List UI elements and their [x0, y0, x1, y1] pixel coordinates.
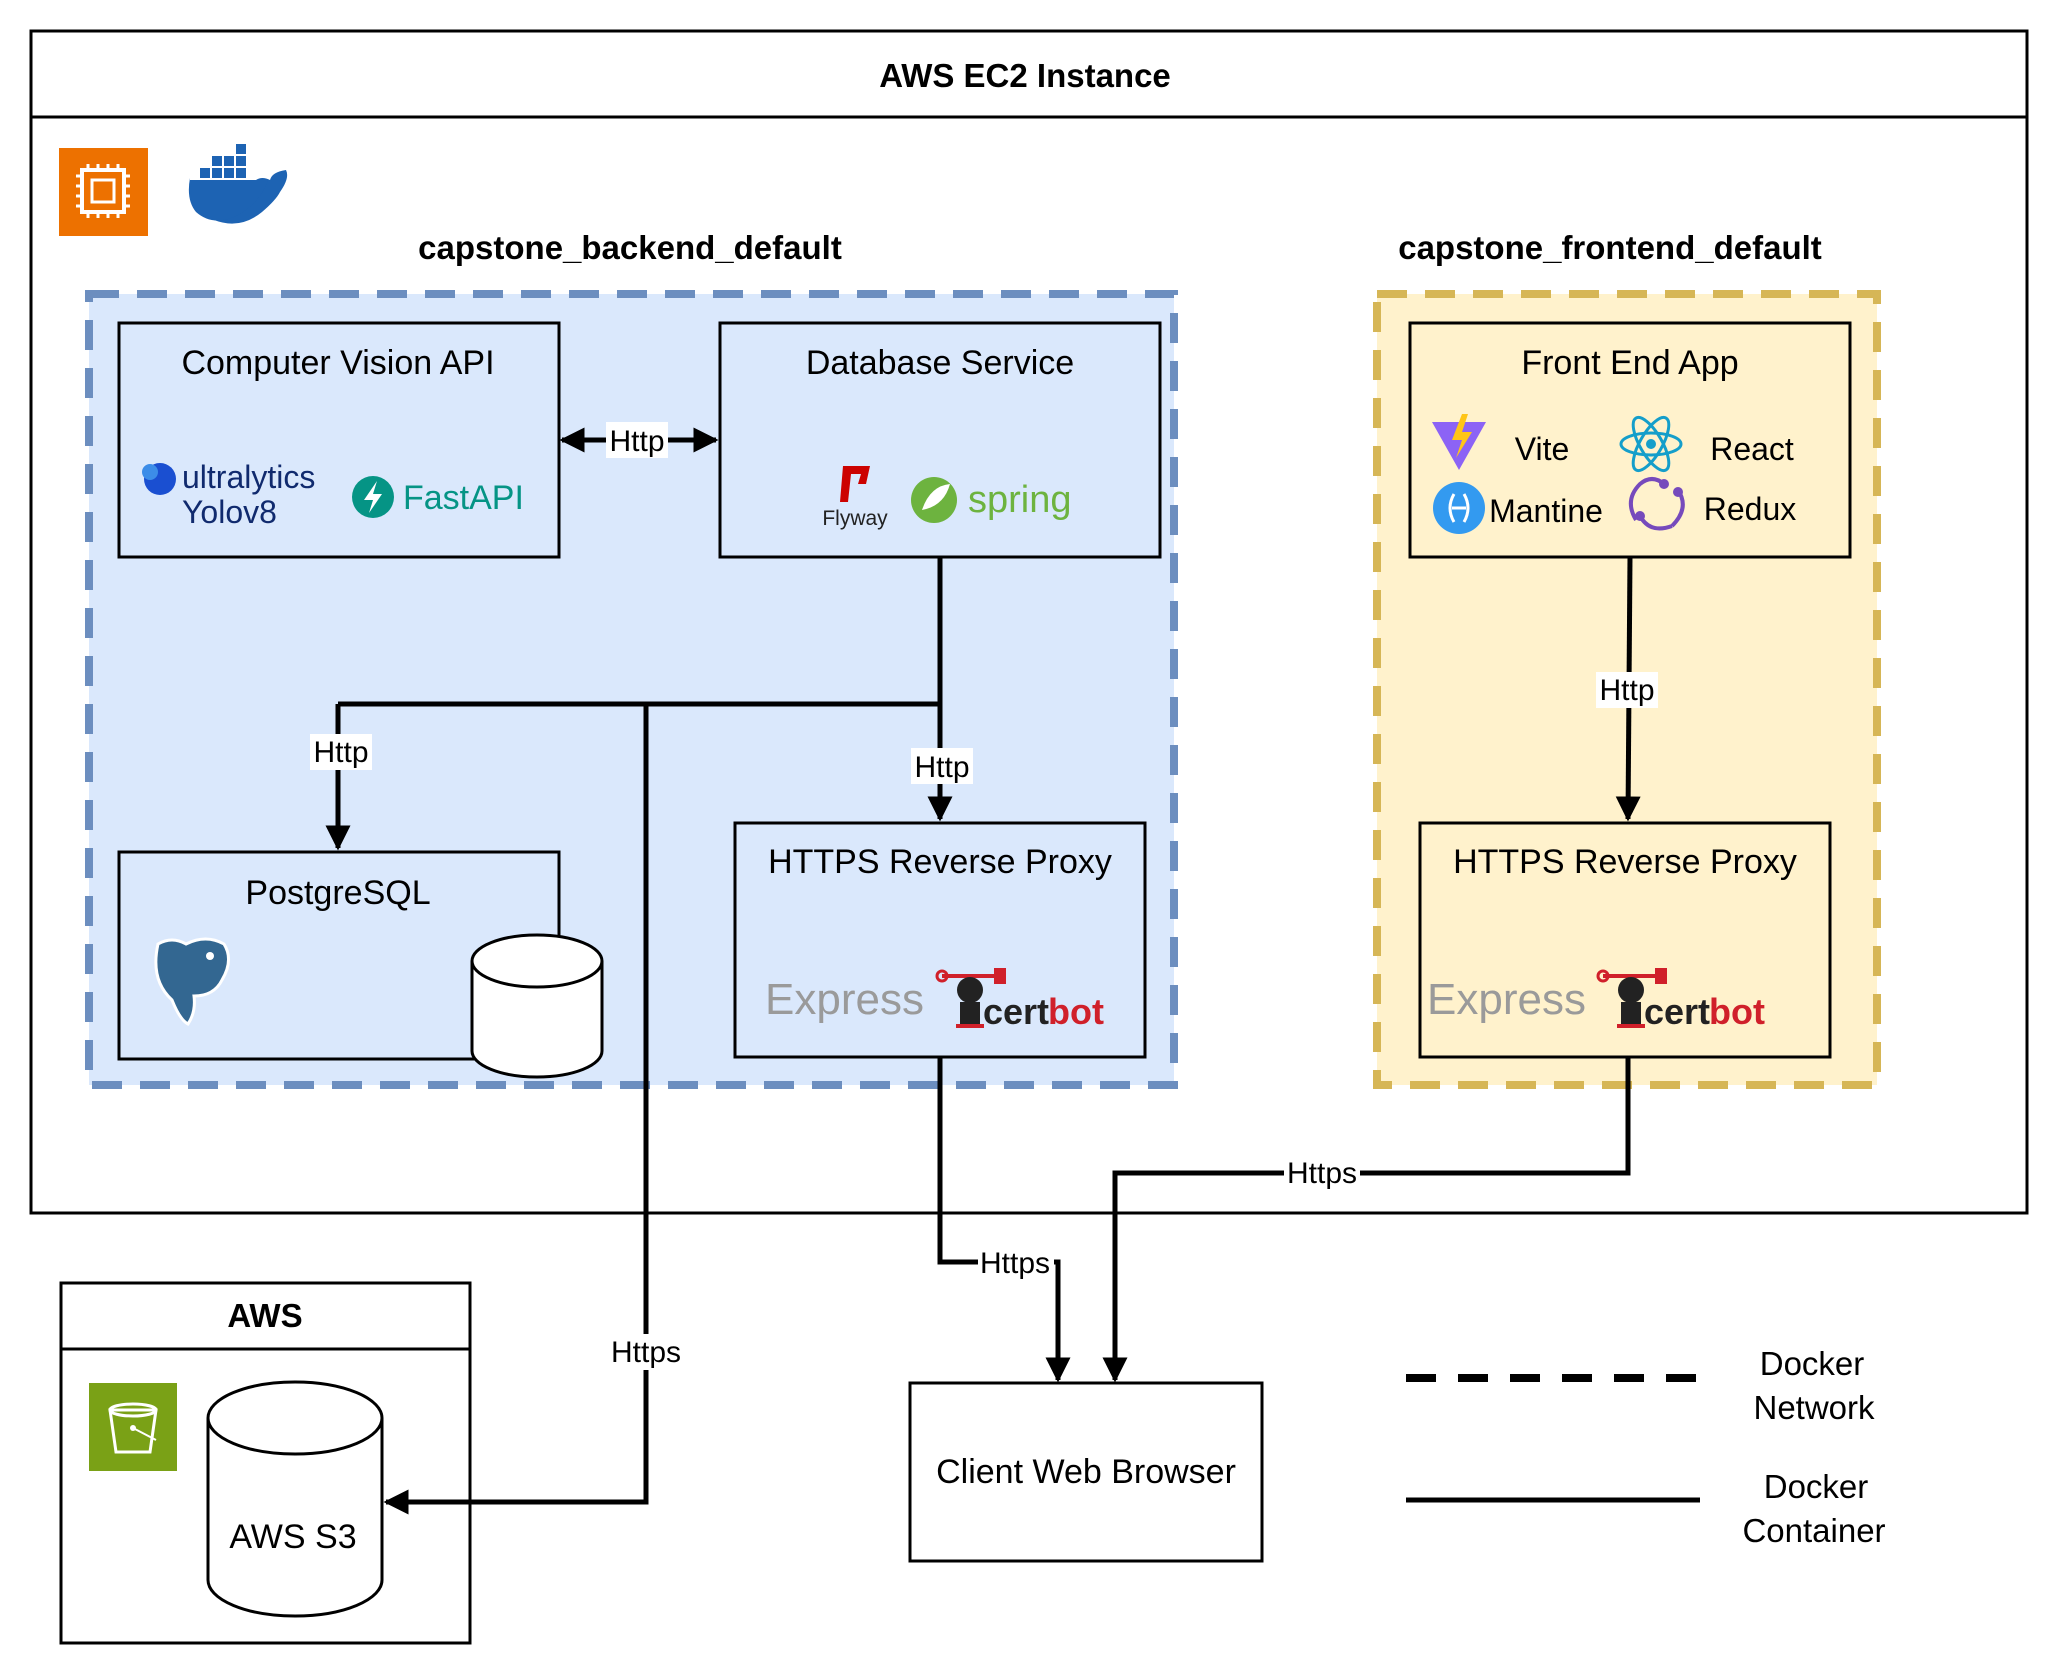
- legend-container-line2: Container: [1742, 1512, 1885, 1549]
- ec2-title: AWS EC2 Instance: [879, 57, 1171, 94]
- fe-client-connector: [1102, 1057, 1631, 1383]
- fastapi-logo-icon: [352, 476, 394, 518]
- frontend-certbot-label-b: bot: [1709, 991, 1765, 1032]
- legend-container-line1: Docker: [1764, 1468, 1869, 1505]
- flyway-logo-icon: [840, 466, 870, 502]
- redux-logo-icon: [1628, 477, 1685, 531]
- aws-s3-cylinder: [206, 1380, 384, 1618]
- aws-s3-bucket-icon: [89, 1383, 177, 1471]
- front-end-app-box: Front End App Vite React Mantine Redux: [1408, 321, 1852, 559]
- ultralytics-label: ultralytics: [182, 459, 315, 495]
- frontend-https-reverse-proxy-box: HTTPS Reverse Proxy Express cert bot: [1418, 821, 1832, 1059]
- react-label: React: [1710, 431, 1794, 467]
- database-cylinder-icon: [470, 933, 604, 1079]
- legend-network-line1: Docker: [1760, 1345, 1865, 1382]
- fastapi-label: FastAPI: [403, 479, 524, 517]
- backend-proxy-title: HTTPS Reverse Proxy: [768, 843, 1112, 881]
- edge-labels: Http Http Http Http Https Https Https: [310, 422, 1658, 1370]
- spring-label: spring: [968, 479, 1072, 521]
- frontend-proxy-title: HTTPS Reverse Proxy: [1453, 843, 1797, 881]
- postgresql-elephant-icon: [154, 937, 230, 1026]
- postgresql-box: PostgreSQL: [117, 850, 604, 1079]
- database-service-title: Database Service: [806, 344, 1074, 382]
- react-logo-icon: [1619, 415, 1683, 473]
- postgresql-title: PostgreSQL: [245, 874, 430, 912]
- cv-db-label: Http: [609, 425, 664, 458]
- client-web-browser-title: Client Web Browser: [936, 1453, 1236, 1491]
- computer-vision-api-title: Computer Vision API: [181, 344, 494, 382]
- ultralytics-logo-icon: [142, 463, 176, 495]
- frontend-express-label: Express: [1427, 975, 1586, 1024]
- vite-label: Vite: [1515, 431, 1570, 467]
- aws-ec2-icon: [59, 148, 148, 236]
- backend-express-label: Express: [765, 975, 924, 1024]
- fe-proxy-label: Http: [1599, 674, 1654, 707]
- legend-network-line2: Network: [1753, 1389, 1875, 1426]
- db-postgres-label: Http: [313, 736, 368, 769]
- frontend-certbot-label-a: cert: [1644, 991, 1710, 1032]
- db-s3-connector: [383, 704, 649, 1515]
- backend-network-title: capstone_backend_default: [418, 229, 842, 266]
- client-web-browser-box: Client Web Browser: [908, 1381, 1264, 1563]
- frontend-certbot-robot-icon: [1596, 968, 1667, 1028]
- aws-title: AWS: [227, 1297, 302, 1334]
- flyway-label: Flyway: [822, 507, 888, 530]
- db-proxy-label: Http: [914, 751, 969, 784]
- aws-container: AWS AWS S3: [59, 1281, 472, 1645]
- backend-https-reverse-proxy-box: HTTPS Reverse Proxy Express cert bot: [733, 821, 1147, 1059]
- spring-logo-icon: [911, 477, 957, 523]
- backend-certbot-label-a: cert: [983, 991, 1049, 1032]
- legend: Docker Network Docker Container: [1406, 1345, 1886, 1549]
- yolov8-label: Yolov8: [182, 494, 277, 530]
- fe-client-label: Https: [1287, 1157, 1357, 1190]
- docker-whale-icon: [188, 144, 288, 224]
- s3-label: Https: [611, 1336, 681, 1369]
- redux-label: Redux: [1704, 491, 1797, 527]
- vite-logo-icon: [1432, 414, 1486, 470]
- aws-s3-label: AWS S3: [229, 1518, 356, 1556]
- connectors: [325, 427, 1641, 1515]
- mantine-logo-icon: [1433, 482, 1485, 534]
- database-service-box: Database Service Flyway spring: [718, 321, 1162, 559]
- frontend-network-title: capstone_frontend_default: [1398, 229, 1822, 266]
- be-client-label: Https: [980, 1247, 1050, 1280]
- backend-certbot-label-b: bot: [1048, 991, 1104, 1032]
- backend-certbot-robot-icon: [935, 968, 1006, 1028]
- computer-vision-api-box: Computer Vision API ultralytics Yolov8 F…: [117, 321, 561, 559]
- mantine-label: Mantine: [1489, 493, 1603, 529]
- front-end-app-title: Front End App: [1521, 344, 1738, 382]
